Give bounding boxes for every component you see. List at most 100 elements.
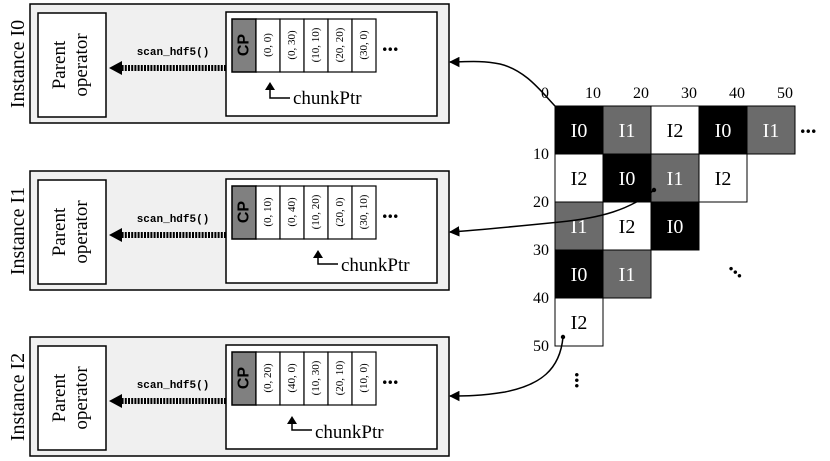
grid-cell	[602, 249, 652, 299]
parent-operator-box	[37, 179, 107, 285]
grid-cell	[746, 105, 796, 155]
chunk-cell-label: (30, 10)	[358, 194, 370, 229]
scan-call-label: scan_hdf5()	[137, 380, 210, 392]
assignment-connectors	[448, 56, 657, 402]
grid-cell-label: I0	[571, 120, 588, 142]
grid-cell-label: I0	[715, 120, 732, 142]
cp-label: CP	[236, 201, 253, 224]
parent-operator-label-line1: Parent	[49, 40, 70, 89]
column-tick-label: 0	[541, 85, 549, 102]
grid-cell-label: I1	[619, 120, 636, 142]
scan-arrowhead	[109, 61, 122, 75]
grid-cell-label: I2	[571, 168, 588, 190]
parent-operator-label-line2: operator	[71, 200, 92, 264]
chunk-cell-label: (20, 0)	[334, 197, 346, 227]
grid-cell-label: I2	[619, 216, 636, 238]
chunk-cell	[351, 351, 377, 406]
grid-cell-label: I0	[619, 168, 636, 190]
parent-operator-box	[37, 345, 107, 451]
column-tick-label: 20	[633, 85, 649, 102]
instance-panel-i2: Instance I2 Parent operator scan_hdf5() …	[7, 336, 450, 457]
grid-cell-label: I2	[715, 168, 732, 190]
chunk-cell-list: (0, 10) (0, 40) (10, 20) (20, 0) (30, 10…	[255, 185, 377, 240]
scan-call-label: scan_hdf5()	[137, 214, 210, 226]
chunk-pointer-arrow	[269, 88, 290, 99]
scan-arrowhead	[109, 394, 122, 408]
cp-cell	[231, 351, 257, 406]
instance-panel-i1: Instance I1 Parent operator scan_hdf5() …	[7, 170, 450, 291]
chunk-cell	[255, 351, 281, 406]
column-tick-label: 50	[777, 85, 793, 102]
chunk-cell-list: (0, 20) (40, 0) (10, 30) (20, 10) (10, 0…	[255, 351, 377, 406]
grid-cell	[602, 105, 652, 155]
cp-label: CP	[236, 34, 253, 57]
chunk-cell	[327, 351, 353, 406]
grid-diagonal-ellipsis: ...	[725, 253, 754, 283]
chunk-cell	[303, 185, 329, 240]
chunk-pointer-label: chunkPtr	[315, 422, 384, 443]
chunk-pointer-arrow	[291, 422, 312, 431]
row-tick-label: 20	[533, 194, 549, 211]
chunk-pointer-arrow	[317, 256, 338, 265]
chunk-cell-label: (0, 20)	[262, 363, 274, 393]
chunk-cell-label: (0, 30)	[286, 30, 298, 60]
cp-label: CP	[236, 367, 253, 390]
chunk-cell-label: (0, 10)	[262, 197, 274, 227]
chunk-cell	[279, 185, 305, 240]
chunk-cell	[327, 18, 353, 73]
chunk-pointer-arrowhead	[265, 82, 275, 90]
chunk-pointer-label: chunkPtr	[341, 255, 410, 276]
grid-cell-label: I2	[667, 120, 684, 142]
connector-i0	[448, 56, 556, 107]
grid-cell-label: I1	[763, 120, 780, 142]
grid-cell-label: I0	[667, 216, 684, 238]
connector-i1	[448, 189, 655, 237]
scan-call-label: scan_hdf5()	[137, 47, 210, 59]
chunk-cell	[279, 18, 305, 73]
chunk-cell	[255, 18, 281, 73]
connector-i2	[448, 336, 564, 402]
queue-ellipsis: ...	[382, 364, 399, 389]
grid-row-ellipsis: ...	[800, 113, 817, 138]
column-tick-label: 40	[729, 85, 745, 102]
chunk-cell	[255, 185, 281, 240]
instance-panel-i0: Instance I0 Parent operator scan_hdf5() …	[7, 3, 450, 124]
chunk-pointer-label: chunkPtr	[293, 88, 362, 109]
instance-label: Instance I1	[7, 187, 29, 275]
grid-cell-label: I1	[619, 264, 636, 286]
grid-cell-label: I0	[571, 264, 588, 286]
chunk-cell-label: (30, 0)	[358, 30, 370, 60]
grid-cell	[554, 201, 604, 251]
parent-operator-label-line1: Parent	[49, 373, 70, 422]
chunk-cell-label: (20, 10)	[334, 360, 346, 395]
chunk-cell	[351, 185, 377, 240]
chunk-pointer-arrowhead	[313, 250, 323, 258]
chunk-cell	[303, 18, 329, 73]
row-tick-label: 50	[533, 338, 549, 355]
parent-operator-box	[37, 12, 107, 118]
grid-cell-label: I2	[571, 312, 588, 334]
row-tick-label: 10	[533, 146, 549, 163]
cp-cell	[231, 185, 257, 240]
chunk-cell-label: (10, 0)	[358, 363, 370, 393]
grid-cell	[650, 153, 700, 203]
chunk-cell	[351, 18, 377, 73]
grid-cell-label: I1	[571, 216, 588, 238]
chunk-cell-label: (10, 30)	[310, 360, 322, 395]
parent-operator-label-line1: Parent	[49, 207, 70, 256]
instance-label: Instance I0	[7, 20, 29, 108]
chunk-pointer-arrowhead	[287, 416, 297, 424]
column-tick-label: 30	[681, 85, 697, 102]
queue-ellipsis: ...	[382, 198, 399, 223]
chunk-cell-label: (0, 40)	[286, 197, 298, 227]
parent-operator-label-line2: operator	[71, 33, 92, 97]
queue-ellipsis: ...	[382, 31, 399, 56]
instance-label: Instance I2	[7, 353, 29, 441]
grid-cell	[554, 153, 604, 203]
grid-cell	[698, 153, 748, 203]
chunk-cell-label: (10, 10)	[310, 27, 322, 62]
chunk-cell	[303, 351, 329, 406]
row-tick-label: 40	[533, 290, 549, 307]
